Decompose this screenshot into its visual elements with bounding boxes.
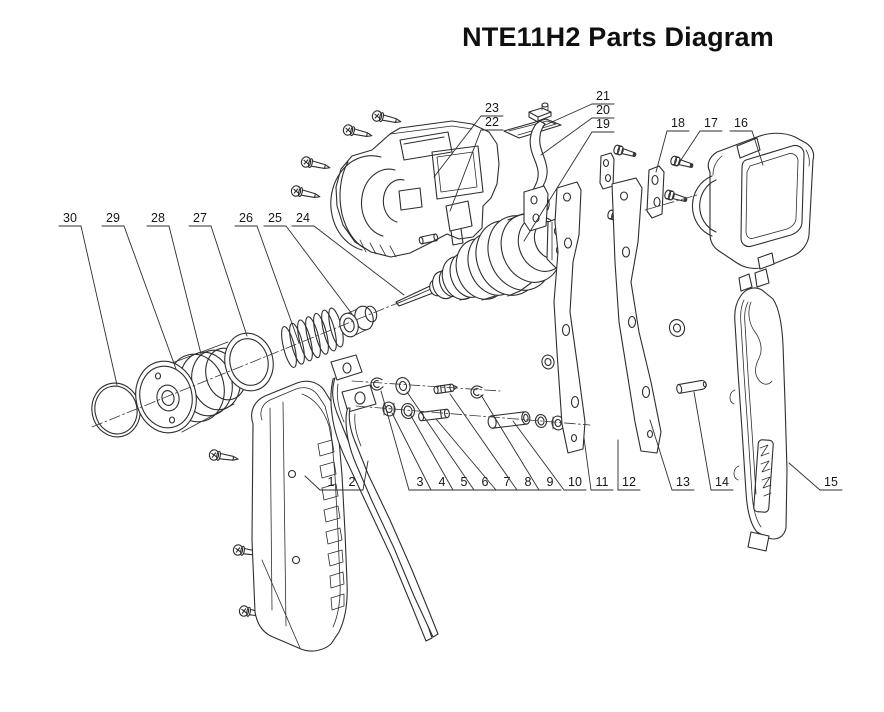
center-axis-lower-row: [355, 405, 591, 426]
trigger-lever: [330, 354, 439, 642]
dowel-pin: [676, 380, 707, 394]
part-label-11: 11: [596, 475, 609, 489]
part-label-4: 4: [439, 475, 446, 489]
leader-line: [409, 413, 454, 491]
leader-line: [751, 130, 764, 166]
part-label-25: 25: [268, 211, 282, 225]
part-label-30: 30: [63, 211, 77, 225]
leader-line: [391, 412, 432, 491]
part-label-6: 6: [482, 475, 489, 489]
part-label-18: 18: [671, 116, 685, 130]
support-bracket-right: [599, 143, 662, 454]
leader-line: [380, 390, 410, 491]
leader-line: [210, 225, 248, 337]
pivot-hardware: [369, 354, 565, 431]
front-cap-assembly: [91, 332, 274, 438]
guide-bushing: [339, 305, 378, 338]
handle-right-shell: [729, 268, 788, 552]
part-label-13: 13: [676, 475, 690, 489]
part-label-1: 1: [328, 475, 335, 489]
part-label-8: 8: [525, 475, 532, 489]
motor-housing: [330, 120, 500, 258]
leader-line: [313, 225, 405, 296]
page-title: NTE11H2 Parts Diagram: [462, 22, 774, 52]
leader-line: [80, 225, 118, 386]
leader-line: [693, 391, 712, 491]
valve-plate: [503, 102, 562, 139]
part-label-14: 14: [715, 475, 729, 489]
leader-line: [649, 419, 673, 491]
leader-line: [362, 460, 369, 491]
leader-line: [285, 225, 353, 315]
part-label-10: 10: [568, 475, 582, 489]
handle-left-shell: [251, 380, 348, 652]
part-label-24: 24: [296, 211, 310, 225]
leader-line: [449, 393, 518, 491]
part-label-20: 20: [596, 103, 610, 117]
part-label-23: 23: [485, 101, 499, 115]
part-label-21: 21: [596, 89, 610, 103]
leader-line: [788, 462, 821, 491]
part-label-5: 5: [461, 475, 468, 489]
part-label-2: 2: [349, 475, 356, 489]
leader-line: [304, 475, 321, 491]
part-label-12: 12: [622, 475, 636, 489]
part-label-17: 17: [704, 116, 718, 130]
leader-line: [676, 130, 701, 167]
part-label-26: 26: [239, 211, 253, 225]
part-label-15: 15: [824, 475, 838, 489]
center-axis-bolts: [644, 194, 698, 211]
part-label-7: 7: [504, 475, 511, 489]
leader-line: [480, 394, 540, 491]
center-axis-main: [91, 293, 421, 428]
leader-line: [449, 129, 482, 212]
part-label-28: 28: [151, 211, 165, 225]
part-label-19: 19: [596, 117, 610, 131]
leader-line: [433, 115, 482, 178]
leader-line: [655, 130, 668, 173]
leader-line: [406, 391, 475, 491]
washer: [668, 318, 686, 338]
part-label-22: 22: [485, 115, 499, 129]
leader-line: [523, 131, 593, 242]
leader-line: [512, 420, 565, 491]
leader-line: [168, 225, 202, 355]
part-label-29: 29: [106, 211, 120, 225]
part-label-16: 16: [734, 116, 748, 130]
end-cap-housing: [691, 132, 815, 270]
leader-line: [542, 103, 593, 127]
leader-line: [256, 225, 300, 344]
chuck-barrel-assembly: [395, 212, 574, 307]
leader-line: [123, 225, 177, 370]
part-label-3: 3: [417, 475, 424, 489]
support-bracket-left: [523, 181, 586, 454]
part-label-9: 9: [547, 475, 554, 489]
leader-line: [435, 418, 497, 491]
leader-line: [583, 437, 592, 491]
center-axis-upper-row: [351, 380, 501, 392]
link-plate-and-bolts: [646, 154, 695, 219]
part-label-27: 27: [193, 211, 207, 225]
leader-line: [540, 117, 593, 156]
